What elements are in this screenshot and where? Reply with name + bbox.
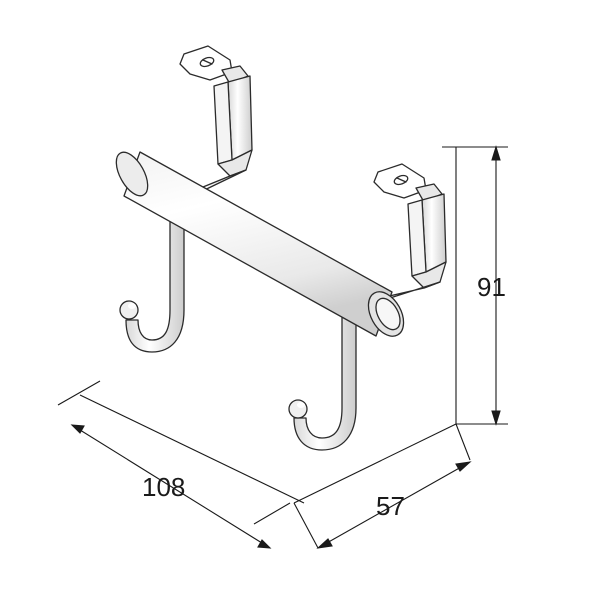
width-label: 108 [142, 472, 185, 502]
width-dimension [57, 380, 305, 549]
height-dimension [442, 145, 508, 426]
right-hook [288, 303, 357, 451]
depth-label: 57 [376, 491, 405, 521]
hanging-bar [115, 151, 405, 337]
depth-dimension [293, 423, 472, 549]
height-label: 91 [477, 272, 506, 302]
right-bracket [371, 163, 447, 301]
